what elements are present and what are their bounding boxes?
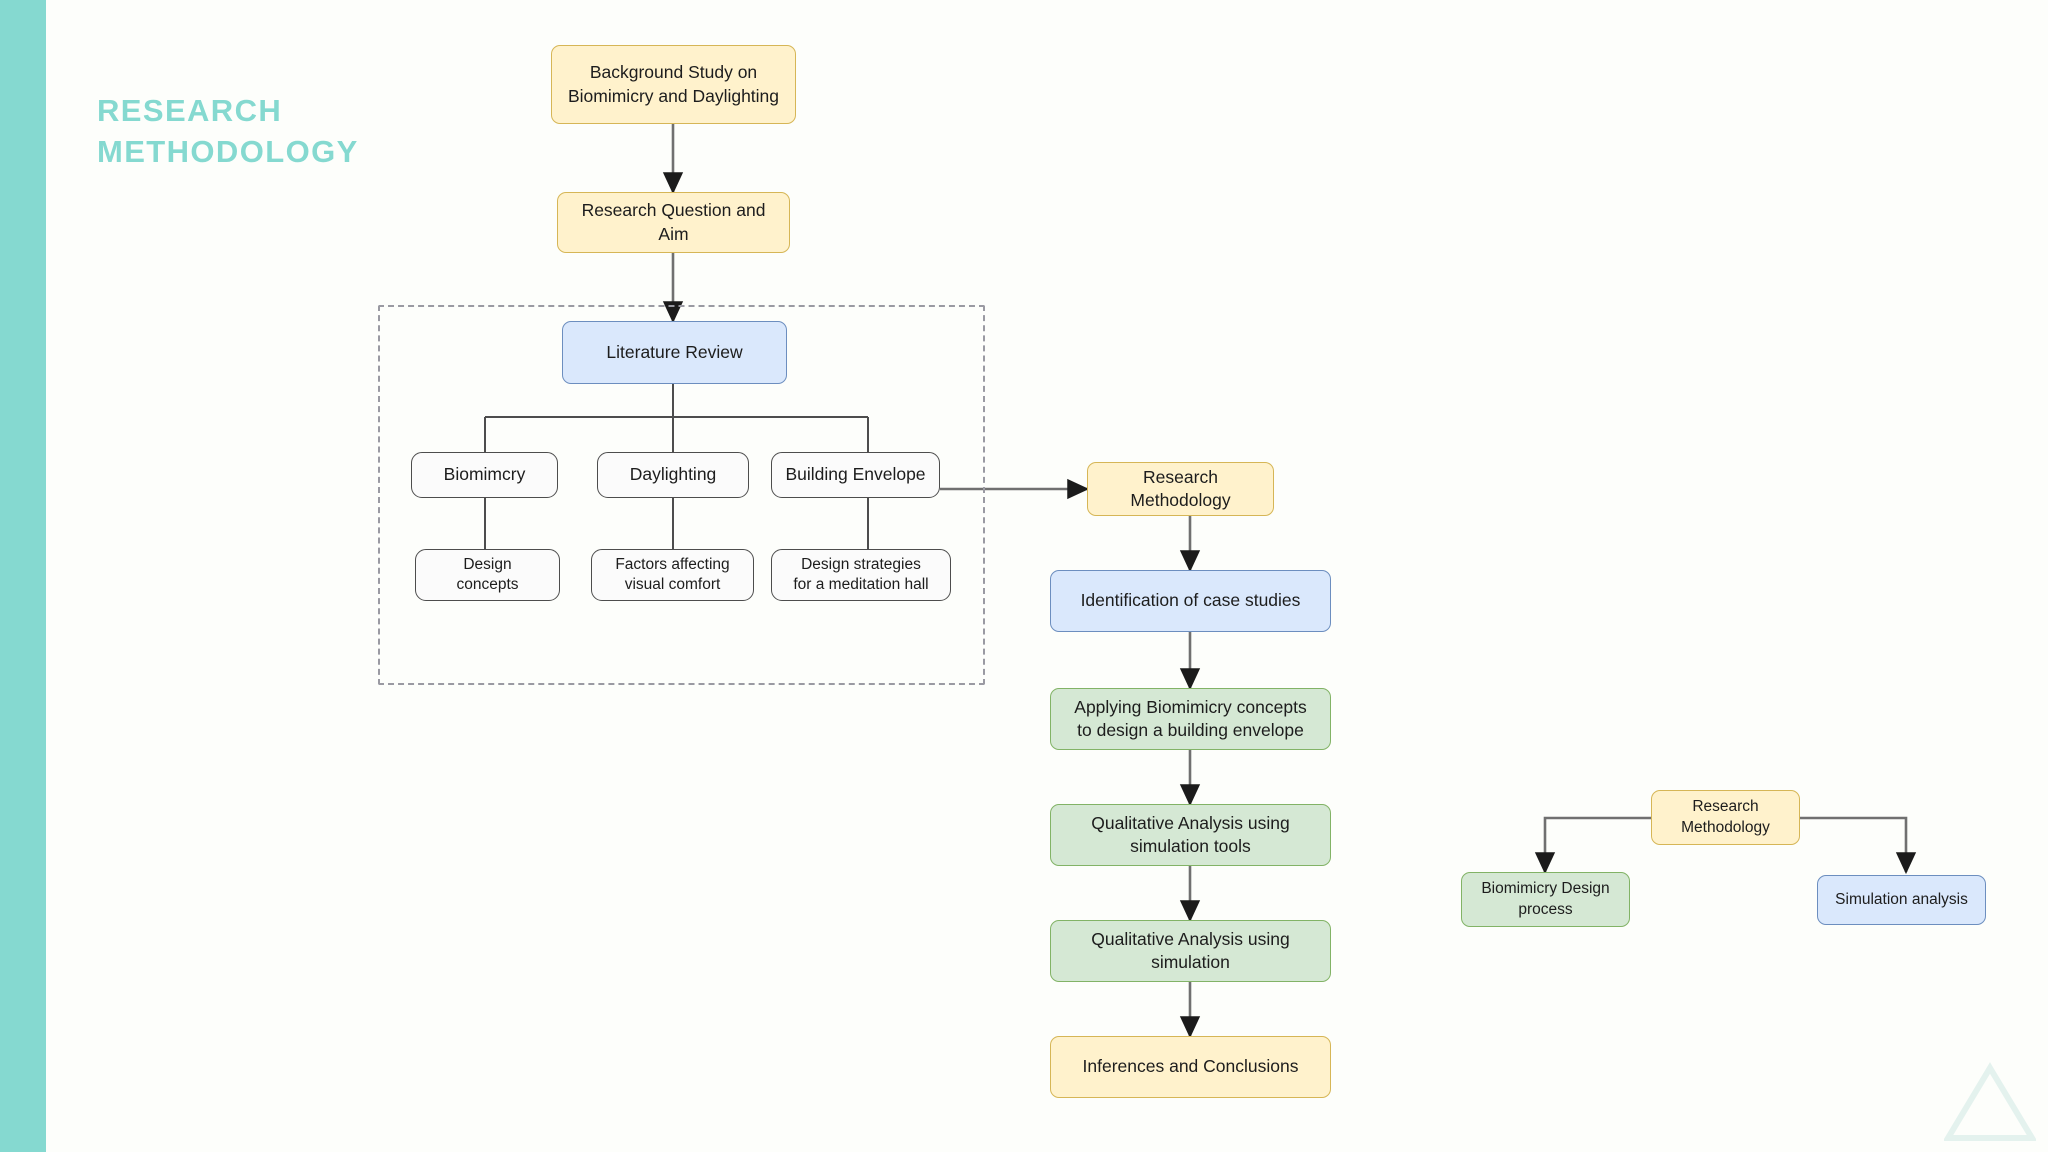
node-biomimicry-design-process[interactable]: Biomimicry Design process xyxy=(1461,872,1630,927)
node-research-question[interactable]: Research Question and Aim xyxy=(557,192,790,253)
node-building-envelope[interactable]: Building Envelope xyxy=(771,452,940,498)
node-inferences-conclusions[interactable]: Inferences and Conclusions xyxy=(1050,1036,1331,1098)
node-daylighting[interactable]: Daylighting xyxy=(597,452,749,498)
node-qualitative-analysis-tools[interactable]: Qualitative Analysis using simulation to… xyxy=(1050,804,1331,866)
node-literature-review[interactable]: Literature Review xyxy=(562,321,787,384)
node-design-concepts[interactable]: Design concepts xyxy=(415,549,560,601)
node-factors-visual-comfort[interactable]: Factors affecting visual comfort xyxy=(591,549,754,601)
node-applying-biomimicry[interactable]: Applying Biomimicry concepts to design a… xyxy=(1050,688,1331,750)
node-background-study[interactable]: Background Study on Biomimicry and Dayli… xyxy=(551,45,796,124)
node-qualitative-analysis-simulation[interactable]: Qualitative Analysis using simulation xyxy=(1050,920,1331,982)
accent-bar-left xyxy=(0,0,46,1152)
node-sub-research-methodology[interactable]: Research Methodology xyxy=(1651,790,1800,845)
node-simulation-analysis[interactable]: Simulation analysis xyxy=(1817,875,1986,925)
node-design-strategies[interactable]: Design strategies for a meditation hall xyxy=(771,549,951,601)
literature-review-group xyxy=(378,305,985,685)
node-identification-case-studies[interactable]: Identification of case studies xyxy=(1050,570,1331,632)
page-title: Research Methodology xyxy=(97,93,359,170)
node-biomimcry[interactable]: Biomimcry xyxy=(411,452,558,498)
triangle-decoration-icon xyxy=(1944,1062,2036,1141)
node-research-methodology[interactable]: Research Methodology xyxy=(1087,462,1274,516)
